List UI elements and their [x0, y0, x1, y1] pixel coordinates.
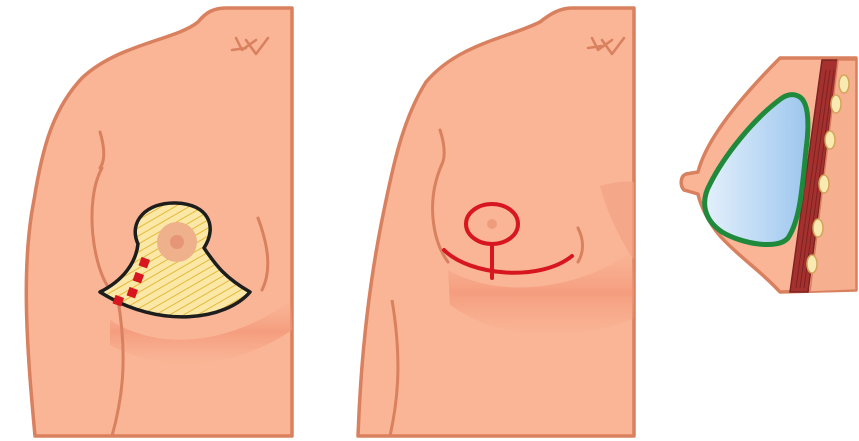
torso-after-panel: [358, 8, 634, 436]
cross-section-panel: [681, 58, 856, 292]
nipple: [170, 235, 184, 249]
torso-before-panel: [26, 8, 292, 436]
breast-implant: [705, 95, 808, 245]
areola-after: [487, 219, 497, 229]
